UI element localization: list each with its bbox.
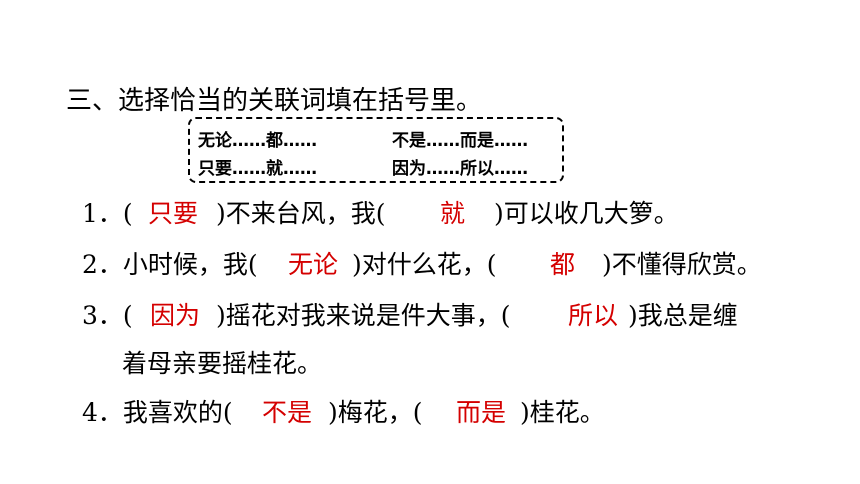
question-text-continued: 着母亲要摇桂花。 [122,349,323,378]
question-text: 2．小时候，我( [82,250,258,279]
answer-2: 就 [440,199,466,228]
question-text: )对什么花，( [352,250,497,279]
word-bank-item: 因为……所以…… [392,159,528,179]
question-text: )不来台风，我( [216,199,386,228]
question-text: )摇花对我来说是件大事，( [216,301,511,330]
question-text: )不懂得欣赏。 [602,250,762,279]
question-text: 1．( [82,199,133,228]
word-bank-item: 无论……都…… [198,131,317,151]
word-bank-item: 不是……而是…… [392,131,528,151]
question-text: 4．我喜欢的( [82,398,233,427]
answer-1: 不是 [262,398,313,427]
answer-1: 只要 [148,199,199,228]
word-bank-item: 只要……就…… [198,159,317,179]
exercise-title: 三、选择恰当的关联词填在括号里。 [66,86,483,116]
word-bank-box: 无论……都…… 不是……而是…… 只要……就…… 因为……所以…… [188,117,564,183]
answer-2: 所以 [568,301,619,330]
question-text: )可以收几大箩。 [494,199,679,228]
question-text: )桂花。 [520,398,605,427]
answer-2: 都 [550,250,576,279]
question-text: )梅花，( [328,398,423,427]
answer-1: 无论 [288,250,339,279]
answer-2: 而是 [456,398,507,427]
question-text: )我总是缠 [628,301,738,330]
question-text: 3．( [82,301,133,330]
answer-1: 因为 [150,301,201,330]
